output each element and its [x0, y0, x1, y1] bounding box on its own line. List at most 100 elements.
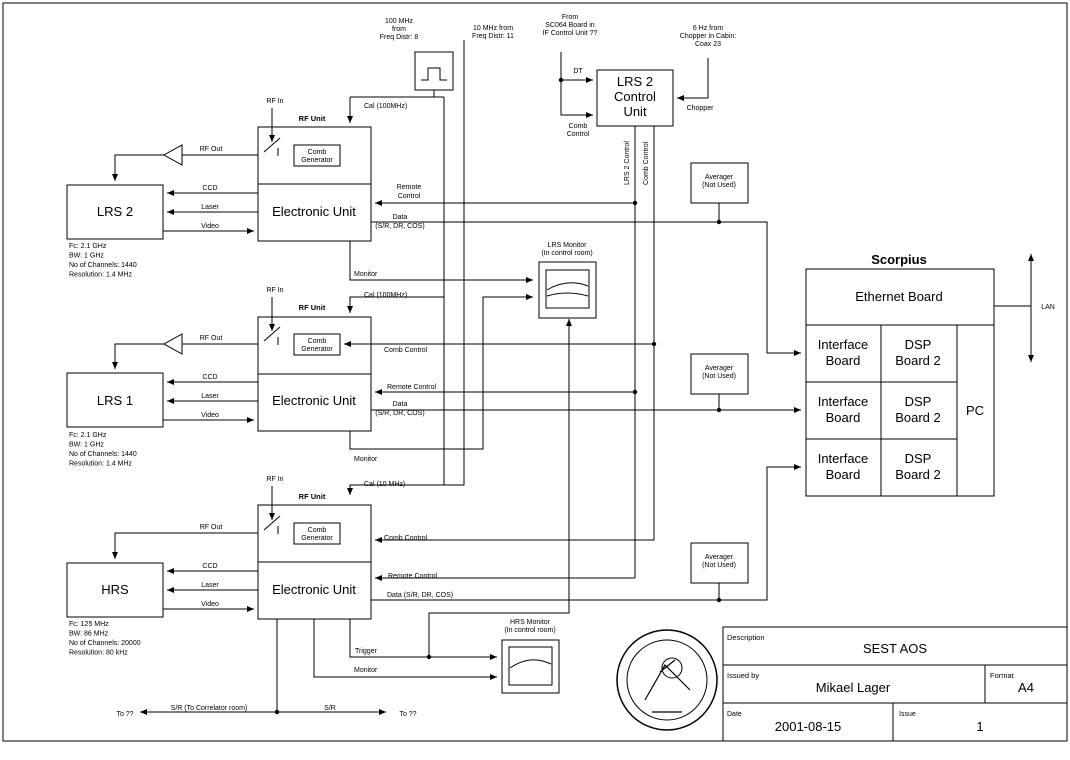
junction-dot [632, 389, 638, 395]
dsp-board-2-label: DSP [905, 394, 932, 409]
chopper-label: Chopper [687, 105, 715, 112]
dsp-board-3-label: DSP [905, 451, 932, 466]
row0-instrument-name: LRS 2 [97, 204, 133, 219]
row1-rf-out-label: RF Out [200, 335, 223, 342]
junction-dot [632, 200, 638, 206]
source-100mhz: 100 MHz [385, 18, 414, 25]
row1-cal-label: Cal (100MHz) [364, 292, 407, 299]
row1-video-label: Video [201, 412, 219, 419]
lrs2-control-vertical-label: LRS 2 Control [624, 141, 631, 185]
lrs2-control-unit-title: LRS 2 [617, 74, 653, 89]
row0-rf-out-label: RF Out [200, 146, 223, 153]
lrs1-rf-out-arrow [112, 343, 164, 369]
lrs1-amplifier-icon [162, 333, 183, 355]
source-10mhz: 10 MHz from [473, 25, 513, 32]
source-sc064: From [562, 14, 579, 21]
lrs1-electronic-unit-box [257, 373, 372, 432]
hrs-box [66, 562, 164, 618]
row0-ccd-label: CCD [202, 185, 217, 192]
averager-1-label: (Not Used) [702, 182, 736, 189]
row2-instrument-name: HRS [101, 582, 129, 597]
lrs-monitor-trace [546, 282, 589, 297]
wire-comb-control-in [560, 80, 593, 118]
description-label: Description [727, 633, 765, 642]
sr-correlator-label: S/R (To Correlator room) [171, 705, 248, 712]
row1-comb-generator-label: Generator [301, 346, 333, 353]
row0-cal-label: Cal (100MHz) [364, 103, 407, 110]
source-100mhz: Freq Distr: 8 [380, 34, 419, 41]
row1-ccd-label: CCD [202, 374, 217, 381]
wire-chopper [677, 58, 709, 101]
junction-dot [716, 597, 722, 603]
row2-specs: Fc: 125 MHz [69, 621, 109, 628]
interface-board-2-label: Board [826, 410, 861, 425]
date-value: 2001-08-15 [775, 719, 842, 734]
source-100mhz: from [392, 26, 406, 33]
row1-specs: BW: 1 GHz [69, 442, 104, 449]
format-value: A4 [1018, 680, 1034, 695]
lrs-monitor-screen [545, 269, 590, 309]
date-label: Date [727, 711, 742, 718]
lrs2-control-unit-title: Unit [623, 104, 647, 119]
hrs-rf-out-arrow [112, 532, 258, 559]
dt-label: DT [573, 68, 583, 75]
dsp-board-3-label: Board 2 [895, 467, 941, 482]
junction-dot [651, 341, 657, 347]
issued-by-value: Mikael Lager [816, 680, 891, 695]
sr-bottom-left [140, 619, 278, 715]
averager-2-label: (Not Used) [702, 373, 736, 380]
title-block-rows [723, 664, 1067, 741]
row2-specs: No of Channels: 20000 [69, 640, 141, 647]
row1-specs: No of Channels: 1440 [69, 451, 137, 458]
description-value: SEST AOS [863, 641, 927, 656]
lrs1-comb-control-label: Comb Control [384, 347, 428, 354]
hrs-data-line [371, 464, 801, 601]
lan-label: LAN [1041, 304, 1055, 311]
hrs-monitor-label: (In control room) [504, 627, 555, 634]
issue-label: Issue [899, 711, 916, 718]
interface-board-2-label: Interface [818, 394, 869, 409]
row0-comb-generator-label: Comb [308, 149, 327, 156]
source-sc064: IF Control Unit ?? [543, 30, 598, 37]
row1-laser-label: Laser [201, 393, 219, 400]
hrs-monitor-trace [509, 659, 552, 669]
hrs-comb-generator-box [293, 522, 341, 545]
lrs2-control-unit-title: Control [614, 89, 656, 104]
row1-specs: Resolution: 1.4 MHz [69, 461, 133, 468]
wire-cal-bus [350, 96, 445, 485]
lrs1-box [66, 372, 164, 428]
lrs1-remote-control-label: Remote Control [387, 384, 436, 391]
row0-specs: BW: 1 GHz [69, 253, 104, 260]
row0-monitor-label: Monitor [354, 271, 378, 278]
lrs2-box [66, 184, 164, 240]
row1-rf-in-label: RF In [266, 287, 283, 294]
row2-electronic-unit-label: Electronic Unit [272, 582, 356, 597]
issued-by-label: Issued by [727, 671, 759, 680]
row2-comb-generator-label: Comb [308, 527, 327, 534]
source-chopper: 6 Hz from [693, 25, 724, 32]
comb-control-in-label: Comb [569, 123, 588, 130]
junction-dot [716, 219, 722, 225]
row2-rf-in-label: RF In [266, 476, 283, 483]
row2-comb-generator-label: Generator [301, 535, 333, 542]
row2-cal-label: Cal (10 MHz) [364, 481, 405, 488]
sr-label: S/R [324, 705, 336, 712]
row0-rf-unit-label: RF Unit [299, 114, 326, 123]
lrs2-remote-control-label: Remote [397, 184, 422, 191]
interface-board-3-label: Board [826, 467, 861, 482]
pc-label: PC [966, 403, 984, 418]
averager-3-label: Averager [705, 554, 734, 561]
row0-rf-in-label: RF In [266, 98, 283, 105]
sr-feed-line [428, 319, 572, 657]
bottom-right-to-label: To ?? [399, 711, 416, 718]
observatory-seal [616, 629, 718, 731]
hrs-monitor-screen [508, 646, 553, 686]
row1-specs: Fc: 2.1 GHz [69, 432, 107, 439]
dsp-board-1-label: DSP [905, 337, 932, 352]
hrs-coupler-icon [263, 515, 281, 534]
bottom-left-to-label: To ?? [116, 711, 133, 718]
averager-3-label: (Not Used) [702, 562, 736, 569]
lrs2-remote-control-label: Control [398, 193, 421, 200]
interface-board-1-label: Interface [818, 337, 869, 352]
